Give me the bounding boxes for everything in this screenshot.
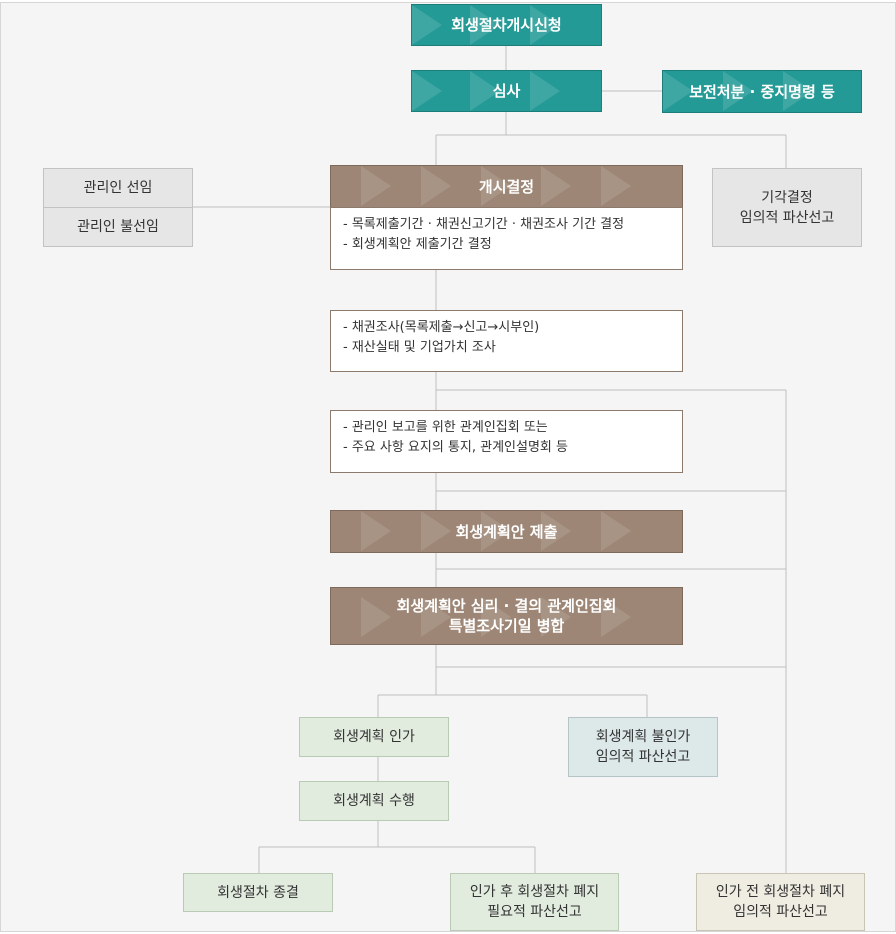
post-approval-abolition-label-2: 필요적 파산선고 <box>487 904 582 920</box>
plan-execution-node: 회생계획 수행 <box>299 781 449 821</box>
review-node: 심사 <box>411 70 602 112</box>
dismissal-label-1: 기각결정 <box>761 189 813 206</box>
creditors-meeting-box: - 관리인 보고를 위한 관계인집회 또는 - 주요 사항 요지의 통지, 관계… <box>330 410 683 473</box>
filing-label: 회생절차개시신청 <box>451 16 562 34</box>
plan-rejected-label-1: 회생계획 불인가 <box>595 729 691 745</box>
commencement-details-box: - 목록제출기간 · 채권신고기간 · 채권조사 기간 결정 - 회생계획안 제… <box>330 207 683 270</box>
plan-hearing-label-2: 특별조사기일 병합 <box>448 617 565 635</box>
termination-node: 회생절차 종결 <box>183 873 333 912</box>
pre-approval-abolition-label-2: 임의적 파산선고 <box>733 904 828 920</box>
commencement-node: 개시결정 <box>330 165 683 208</box>
creditors-meeting-line-2: - 주요 사항 요지의 통지, 관계인설명회 등 <box>343 440 568 455</box>
plan-approved-label: 회생계획 인가 <box>333 729 415 745</box>
filing-node: 회생절차개시신청 <box>411 4 602 46</box>
preservation-node: 보전처분 · 중지명령 등 <box>662 70 862 113</box>
claims-review-line-2: - 재산실태 및 기업가치 조사 <box>343 340 496 355</box>
manager-appointed-label: 관리인 선임 <box>83 180 153 196</box>
manager-not-appointed-label: 관리인 불선임 <box>77 219 159 235</box>
plan-hearing-node: 회생계획안 심리 · 결의 관계인집회 특별조사기일 병합 <box>330 587 683 645</box>
commencement-detail-2: - 회생계획안 제출기간 결정 <box>343 237 492 252</box>
pre-approval-abolition-label-1: 인가 전 회생절차 폐지 <box>715 884 846 900</box>
manager-not-appointed-node: 관리인 불선임 <box>43 207 193 247</box>
dismissal-node: 기각결정 임의적 파산선고 <box>712 168 862 247</box>
creditors-meeting-line-1: - 관리인 보고를 위한 관계인집회 또는 <box>343 420 548 435</box>
plan-rejected-label-2: 임의적 파산선고 <box>595 749 691 765</box>
preservation-label: 보전처분 · 중지명령 등 <box>689 82 835 101</box>
commencement-detail-1: - 목록제출기간 · 채권신고기간 · 채권조사 기간 결정 <box>343 217 625 232</box>
claims-review-box: - 채권조사(목록제출→신고→시부인) - 재산실태 및 기업가치 조사 <box>330 310 683 372</box>
review-label: 심사 <box>492 82 521 100</box>
plan-approved-node: 회생계획 인가 <box>299 717 449 757</box>
commencement-label: 개시결정 <box>478 177 535 196</box>
post-approval-abolition-node: 인가 후 회생절차 폐지 필요적 파산선고 <box>450 873 619 931</box>
plan-execution-label: 회생계획 수행 <box>333 793 415 809</box>
dismissal-label-2: 임의적 파산선고 <box>739 209 835 226</box>
manager-appointed-node: 관리인 선임 <box>43 168 193 208</box>
pre-approval-abolition-node: 인가 전 회생절차 폐지 임의적 파산선고 <box>696 873 865 931</box>
plan-submission-node: 회생계획안 제출 <box>330 510 683 553</box>
plan-hearing-label-1: 회생계획안 심리 · 결의 관계인집회 <box>396 597 617 615</box>
termination-label: 회생절차 종결 <box>217 884 299 901</box>
post-approval-abolition-label-1: 인가 후 회생절차 폐지 <box>469 884 600 900</box>
plan-submission-label: 회생계획안 제출 <box>455 522 558 541</box>
plan-rejected-node: 회생계획 불인가 임의적 파산선고 <box>568 717 718 777</box>
claims-review-line-1: - 채권조사(목록제출→신고→시부인) <box>343 320 540 335</box>
